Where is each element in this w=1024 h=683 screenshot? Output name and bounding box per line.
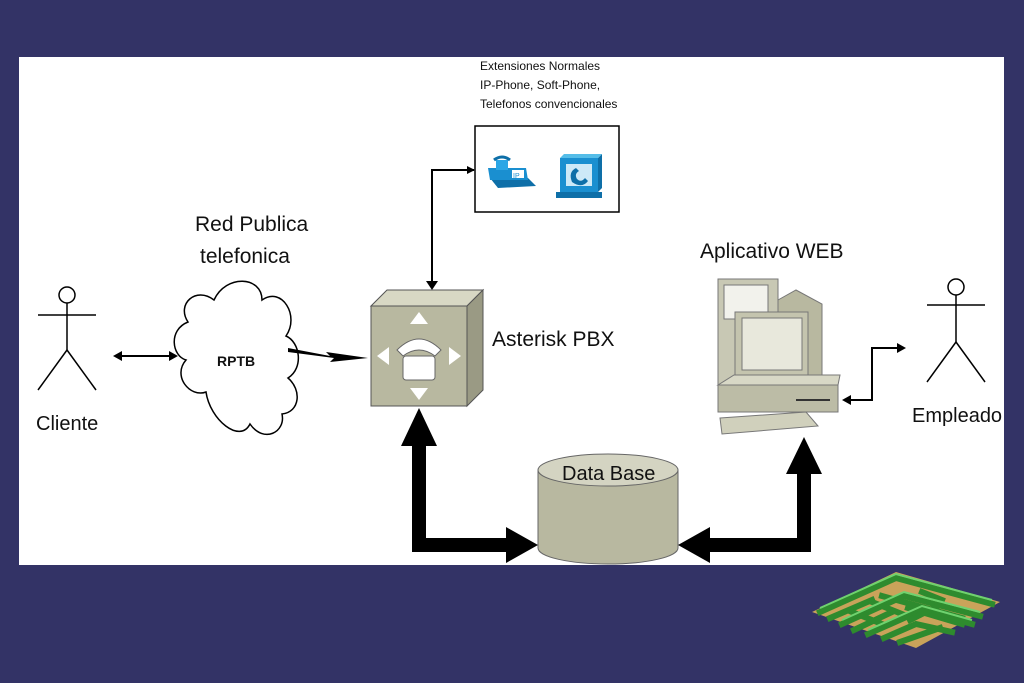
database-label: Data Base (562, 463, 655, 485)
web-app-label: Aplicativo WEB (700, 240, 844, 263)
extensions-caption-line-2: IP-Phone, Soft-Phone, (480, 78, 600, 92)
ip-phone-icon: IP (488, 155, 536, 188)
employee-label: Empleado (912, 405, 1002, 427)
lightning-link-icon (288, 348, 368, 362)
extensions-caption-line-1: Extensiones Normales (480, 59, 600, 73)
network-label-line-1: Red Publica (195, 213, 309, 236)
pstn-cloud: RPTB (173, 280, 299, 436)
web-database-connector (678, 437, 822, 563)
web-server-computer-icon[interactable] (716, 278, 841, 435)
client-label: Cliente (36, 413, 98, 435)
employee-computer-connector (842, 343, 906, 405)
network-label-line-2: telefonica (200, 245, 290, 268)
asterisk-pbx-icon[interactable] (369, 288, 485, 408)
cloud-label: RPTB (217, 353, 255, 369)
extensions-caption-line-3: Telefonos convencionales (480, 97, 617, 111)
extensions-box[interactable]: IP (474, 125, 620, 213)
ip-phone-badge: IP (513, 173, 520, 180)
maze-logo (812, 572, 1000, 648)
client-actor-icon (37, 286, 97, 391)
pbx-extension-connector (426, 166, 475, 290)
database-icon[interactable] (537, 453, 679, 565)
client-cloud-connector (113, 351, 178, 361)
employee-actor-icon (926, 278, 986, 383)
pbx-database-connector (401, 408, 538, 563)
pbx-label: Asterisk PBX (492, 328, 615, 351)
extensions-caption: Extensiones Normales IP-Phone, Soft-Phon… (480, 59, 617, 111)
soft-phone-icon (556, 154, 602, 198)
